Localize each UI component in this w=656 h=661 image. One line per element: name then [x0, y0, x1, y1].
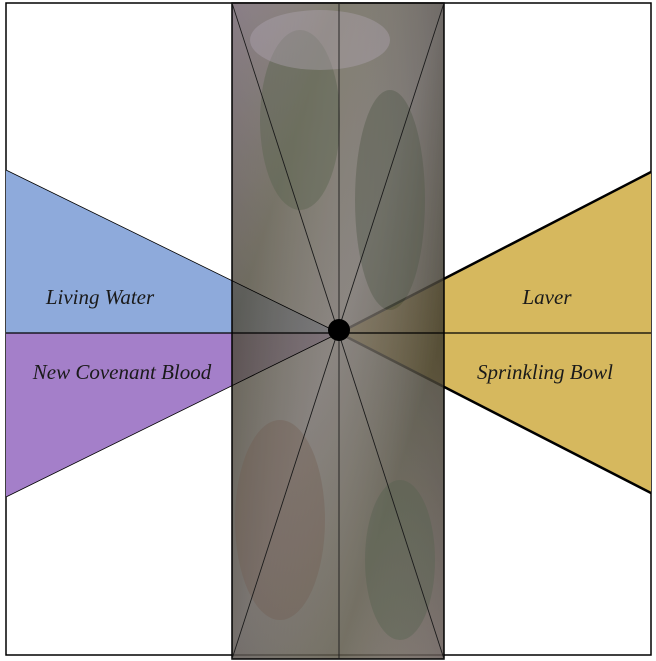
label-sprinkling-bowl: Sprinkling Bowl: [477, 360, 613, 384]
center-dot: [328, 319, 350, 341]
label-new-covenant-blood: New Covenant Blood: [32, 360, 212, 384]
label-living-water: Living Water: [45, 285, 155, 309]
label-laver: Laver: [522, 285, 573, 309]
